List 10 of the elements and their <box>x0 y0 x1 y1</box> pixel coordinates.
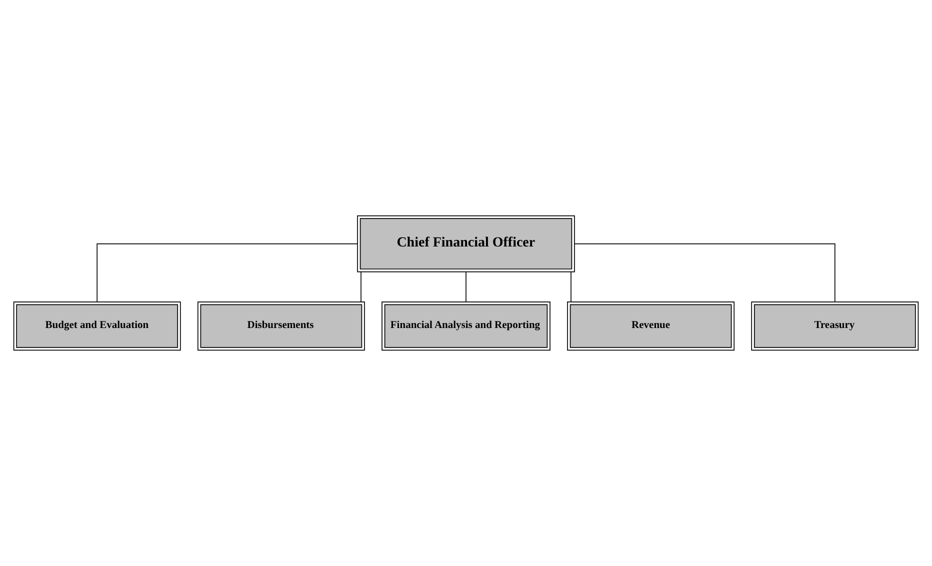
node-box: Treasury <box>751 301 919 351</box>
node-box: Financial Analysis and Reporting <box>382 301 550 351</box>
connector <box>570 271 572 302</box>
connector <box>574 243 836 302</box>
connector <box>96 243 358 302</box>
node-box: Revenue <box>567 301 735 351</box>
node-box: Disbursements <box>197 301 365 351</box>
connector <box>360 271 362 302</box>
node-box: Chief Financial Officer <box>357 215 575 272</box>
node-box: Budget and Evaluation <box>13 301 181 351</box>
